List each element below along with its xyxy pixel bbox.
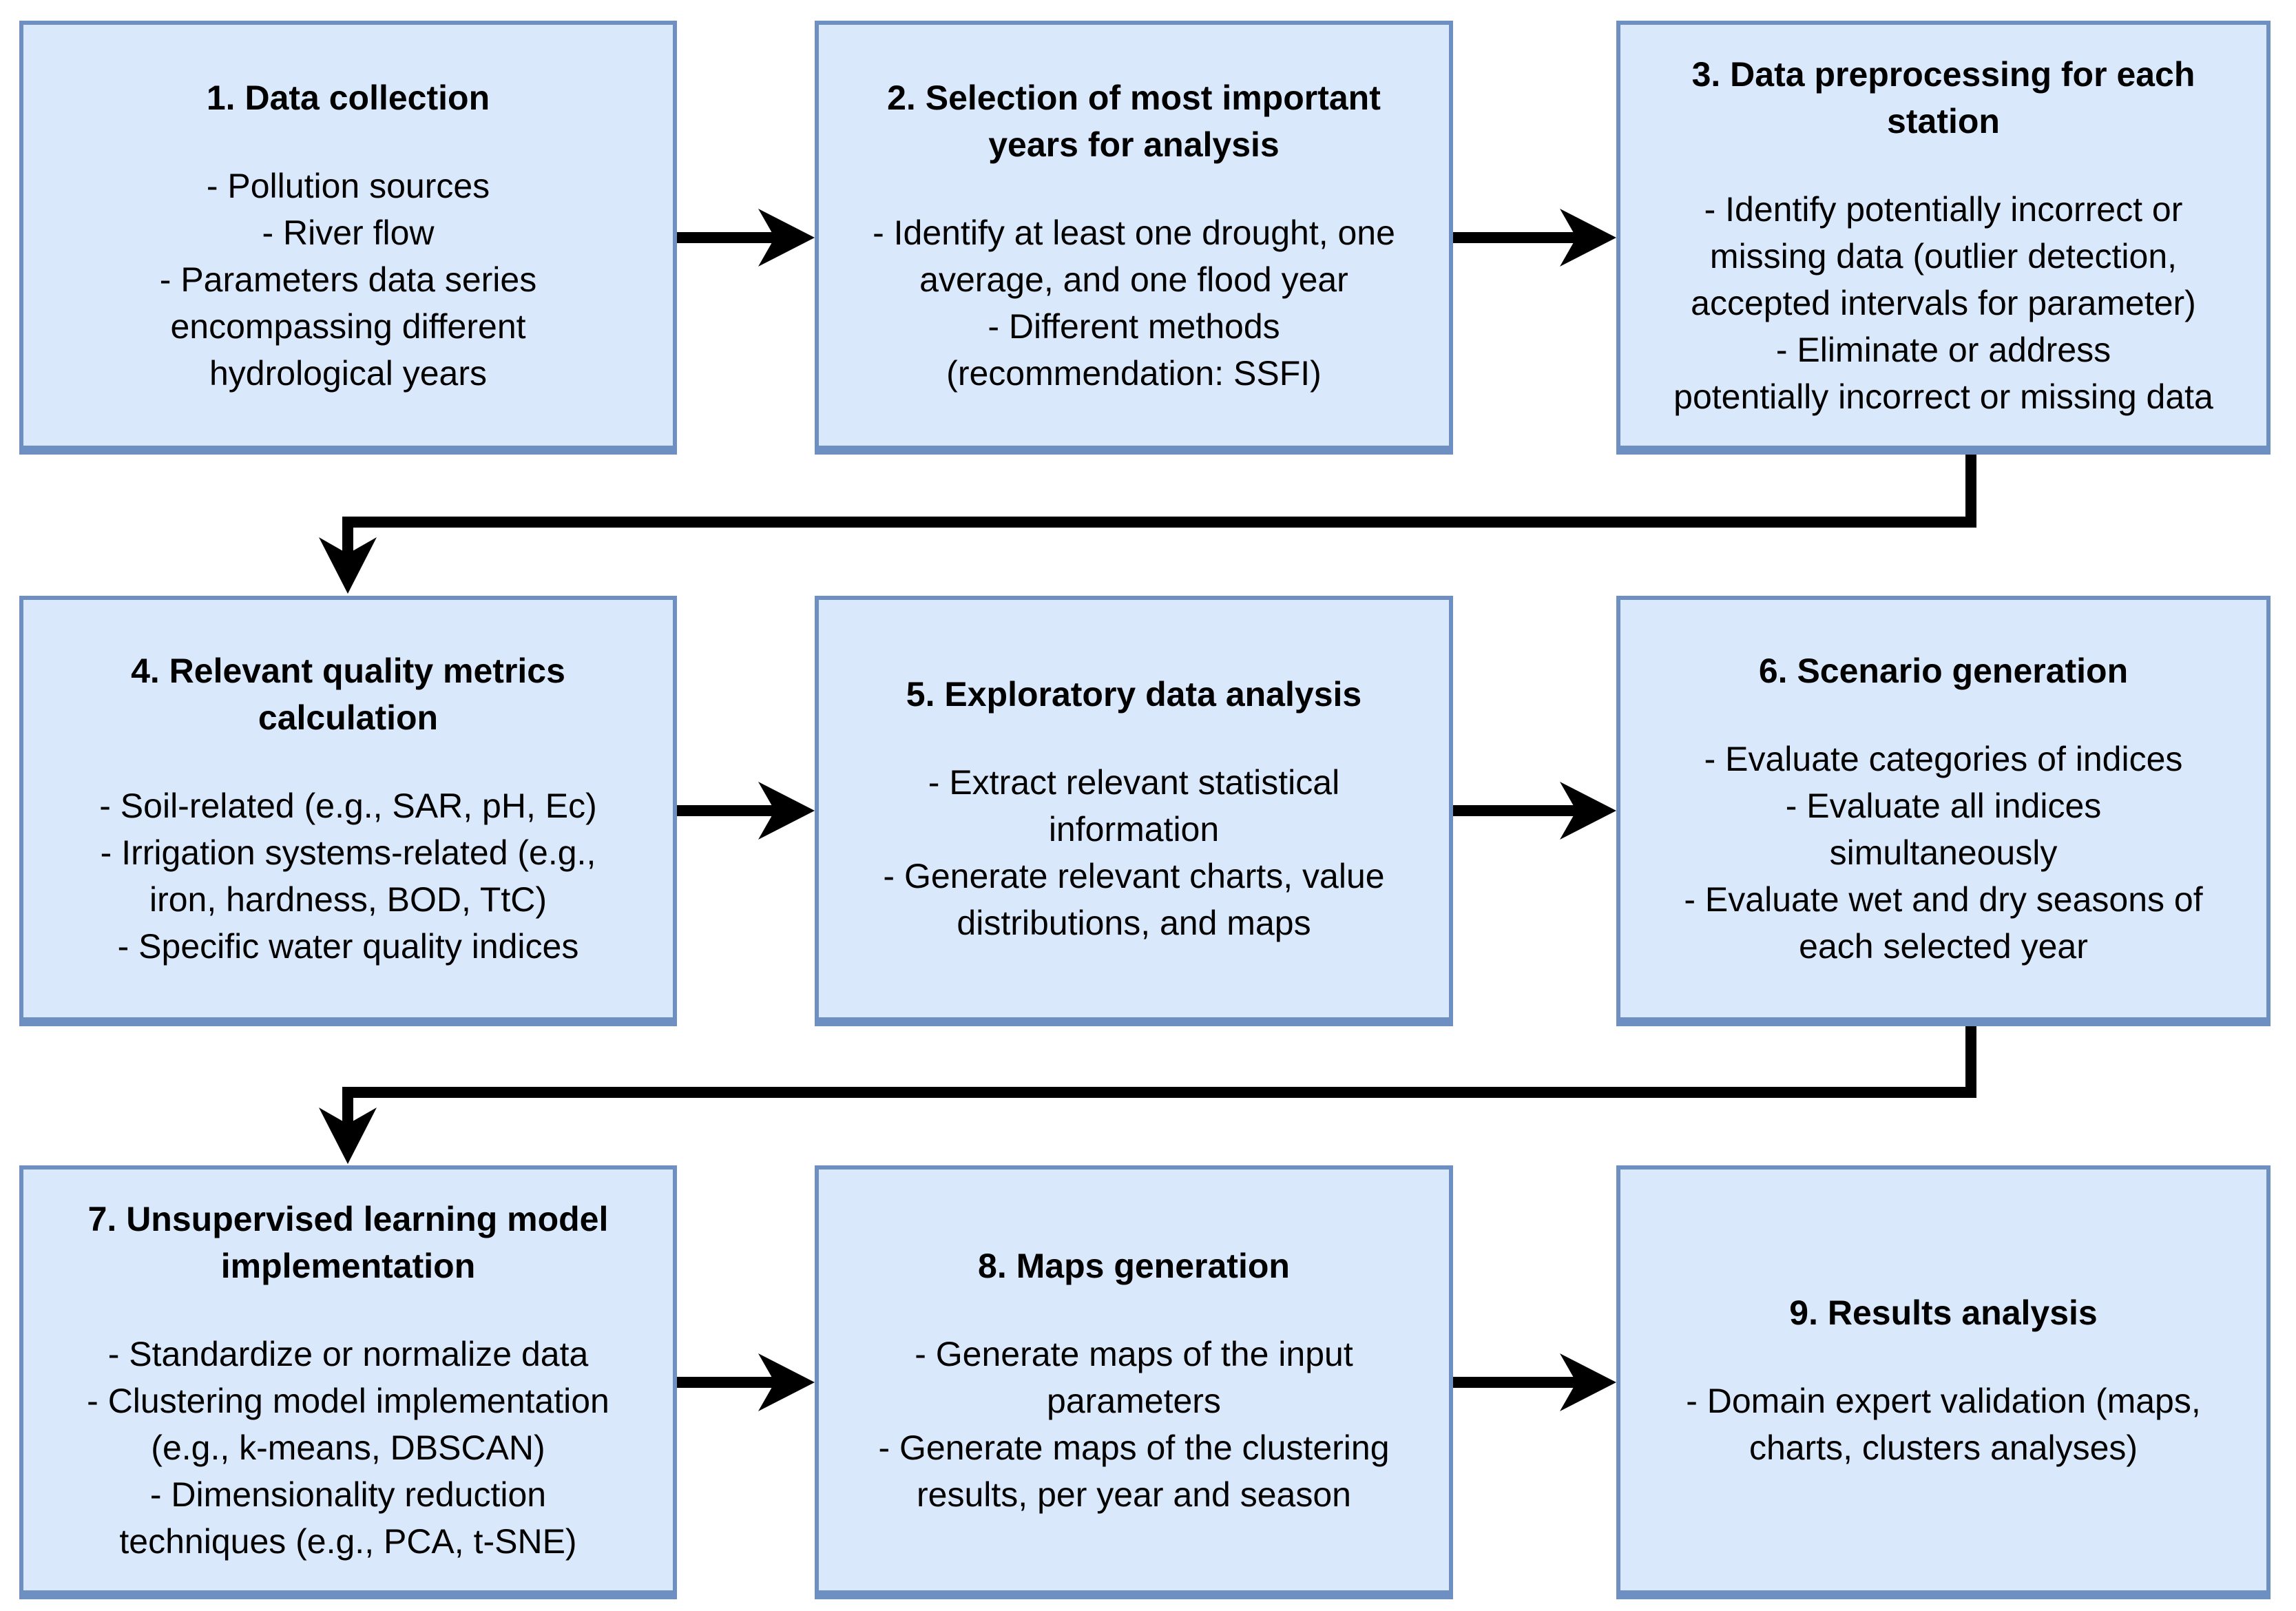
connector-step1-step2 [677,209,815,267]
connector-step6-step7 [319,1026,1976,1164]
arrowhead-down-icon [319,1108,377,1164]
step-title: 3. Data preprocessing for each station [1691,54,2195,141]
flow-box-step-6: 6. Scenario generation - Evaluate catego… [1616,596,2271,1026]
flow-box-step-2: 2. Selection of most important years for… [815,21,1453,455]
step-title: 8. Maps generation [978,1246,1290,1285]
arrowhead-right-icon [758,1353,815,1411]
step-title: 9. Results analysis [1789,1293,2098,1332]
arrowhead-right-icon [1560,209,1616,267]
step-title: 5. Exploratory data analysis [906,675,1362,714]
step-bullets: - Soil-related (e.g., SAR, pH, Ec) - Irr… [99,787,597,966]
step-title: 7. Unsupervised learning model implement… [87,1199,609,1285]
connector-step2-step3 [1453,209,1616,267]
connector-step5-step6 [1453,782,1616,840]
arrowhead-right-icon [758,209,815,267]
flow-box-step-3: 3. Data preprocessing for each station -… [1616,21,2271,455]
step-bullets: - Evaluate categories of indices - Evalu… [1684,740,2203,966]
flow-box-step-4: 4. Relevant quality metrics calculation … [19,596,677,1026]
step-title: 1. Data collection [206,78,490,117]
step-bullets: - Identify at least one drought, one ave… [873,213,1395,393]
step-title: 2. Selection of most important years for… [887,78,1381,164]
flow-box-step-5: 5. Exploratory data analysis - Extract r… [815,596,1453,1026]
connector-step7-step8 [677,1353,815,1411]
arrowhead-right-icon [758,782,815,840]
connector-step4-step5 [677,782,815,840]
flow-box-step-1: 1. Data collection - Pollution sources -… [19,21,677,455]
arrowhead-right-icon [1560,1353,1616,1411]
connector-step3-step4 [319,455,1976,594]
flow-box-step-7: 7. Unsupervised learning model implement… [19,1165,677,1599]
step-title: 4. Relevant quality metrics calculation [131,652,565,737]
step-bullets: - Generate maps of the input parameters … [878,1334,1390,1514]
step-bullets: - Standardize or normalize data - Cluste… [87,1334,609,1561]
connector-line [342,455,1976,555]
flow-box-step-8: 8. Maps generation - Generate maps of th… [815,1165,1453,1599]
step-bullets: - Domain expert validation (maps, charts… [1686,1381,2201,1467]
arrowhead-right-icon [1560,782,1616,840]
step-bullets: - Extract relevant statistical informati… [883,763,1385,942]
step-bullets: - Pollution sources - River flow - Param… [159,166,537,393]
connector-line [342,1026,1976,1125]
step-bullets: - Identify potentially incorrect or miss… [1673,189,2213,416]
arrowhead-down-icon [319,537,377,594]
flow-box-step-9: 9. Results analysis - Domain expert vali… [1616,1165,2271,1599]
step-title: 6. Scenario generation [1758,652,2129,690]
connector-step8-step9 [1453,1353,1616,1411]
